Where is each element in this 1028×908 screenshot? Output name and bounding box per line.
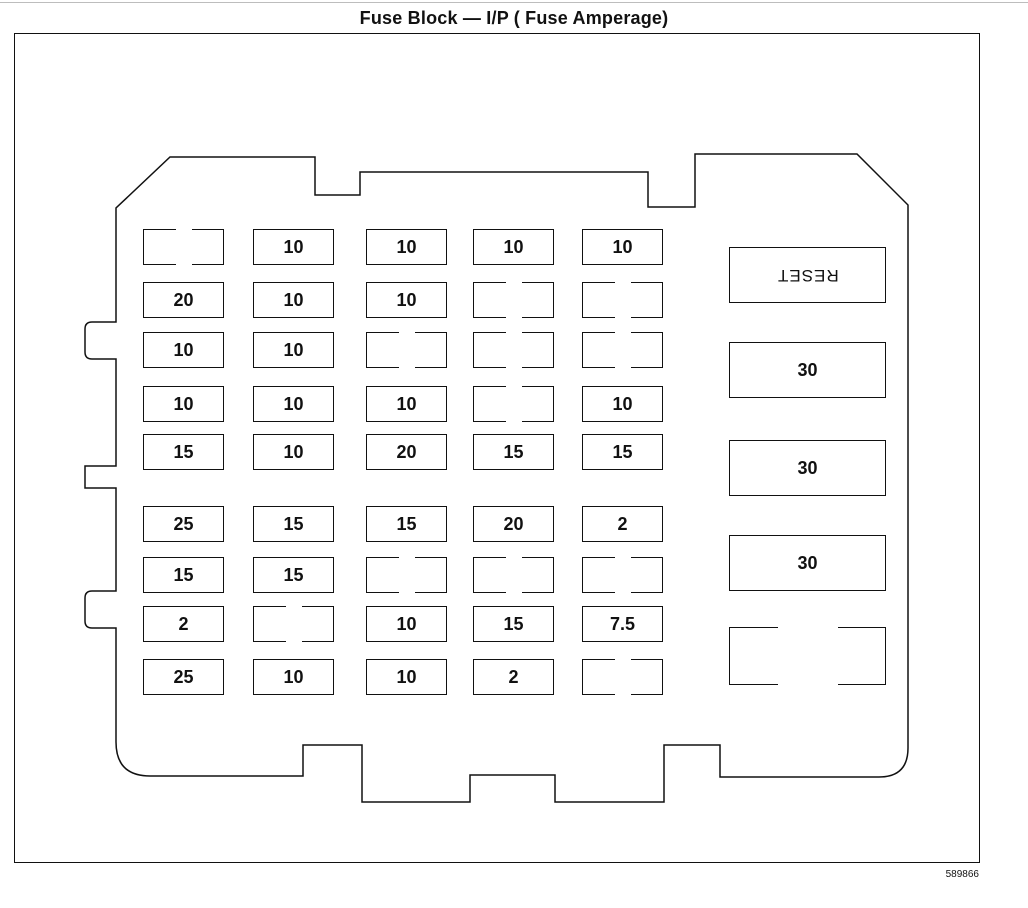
fuse-slot-empty [582,657,663,697]
fuse-amperage: 20 [396,441,417,462]
fuse-slot: 7.5 [582,606,663,642]
fuse-slot-empty [582,330,663,370]
maxi-fuse-slot: 30 [729,440,886,496]
fuse-slot: 15 [366,506,447,542]
maxi-fuse-slot: 30 [729,535,886,591]
fuse-slot: 15 [253,557,334,593]
fuse-block-housing [84,153,909,803]
fuse-slot-empty [366,330,447,370]
fuse-slot: 2 [473,659,554,695]
fuse-amperage: 10 [503,236,524,257]
fuse-slot-empty [473,330,554,370]
fuse-amperage: 2 [178,613,189,634]
fuse-slot: 10 [366,606,447,642]
fuse-amperage: 15 [503,613,524,634]
fuse-slot: 10 [366,386,447,422]
fuse-amperage: 2 [617,513,628,534]
fuse-slot: 10 [473,229,554,265]
fuse-slot: 10 [253,282,334,318]
fuse-slot: 10 [253,229,334,265]
fuse-amperage: 20 [503,513,524,534]
maxi-fuse-slot: 30 [729,342,886,398]
fuse-slot-empty [366,555,447,595]
fuse-amperage: 10 [612,236,633,257]
fuse-amperage: 10 [283,289,304,310]
fuse-slot: 10 [253,332,334,368]
fuse-amperage: 10 [283,393,304,414]
fuse-amperage: 10 [396,393,417,414]
fuse-amperage: 15 [173,564,194,585]
fuse-slot: 10 [366,659,447,695]
fuse-slot: 15 [582,434,663,470]
fuse-slot: 10 [582,386,663,422]
fuse-amperage: 15 [396,513,417,534]
fuse-slot: 2 [143,606,224,642]
fuse-amperage: 15 [283,513,304,534]
fuse-amperage: 15 [612,441,633,462]
fuse-amperage: 10 [612,393,633,414]
fuse-slot: 25 [143,659,224,695]
fuse-amperage: 20 [173,289,194,310]
fuse-amperage: 10 [396,289,417,310]
fuse-slot-empty [582,280,663,320]
fuse-slot: 15 [473,434,554,470]
fuse-slot: 15 [253,506,334,542]
relay-slot-empty [729,625,886,687]
fuse-amperage: 10 [173,393,194,414]
fuse-amperage: 7.5 [609,613,636,634]
fuse-slot-empty [473,280,554,320]
fuse-slot: 20 [473,506,554,542]
fuse-slot: 10 [143,386,224,422]
fuse-amperage: 30 [797,457,818,478]
fuse-slot-empty [473,555,554,595]
top-rule [0,2,1028,3]
fuse-amperage: 10 [283,666,304,687]
fuse-amperage: 10 [283,441,304,462]
fuse-amperage: 15 [503,441,524,462]
fuse-slot: 10 [253,386,334,422]
fuse-slot-empty [473,384,554,424]
fuse-amperage: 15 [283,564,304,585]
fuse-slot: 10 [253,659,334,695]
diagram-frame [14,33,980,863]
fuse-slot: 25 [143,506,224,542]
diagram-title: Fuse Block — I/P ( Fuse Amperage) [359,8,669,28]
fuse-slot: 20 [143,282,224,318]
fuse-amperage: 2 [508,666,519,687]
fuse-slot-empty [253,604,334,644]
fuse-slot: 2 [582,506,663,542]
fuse-slot: 10 [366,229,447,265]
fuse-slot: 10 [143,332,224,368]
fuse-slot: 15 [143,434,224,470]
fuse-amperage: 25 [173,666,194,687]
fuse-slot-empty [582,555,663,595]
figure-id: 589866 [945,869,979,880]
fuse-slot: 10 [366,282,447,318]
fuse-slot: 20 [366,434,447,470]
fuse-slot: 10 [582,229,663,265]
fuse-amperage: 10 [396,613,417,634]
fuse-amperage: 10 [396,236,417,257]
fuse-amperage: 25 [173,513,194,534]
reset-label: RESET [776,266,839,285]
fuse-amperage: 10 [396,666,417,687]
fuse-slot-empty [143,227,224,267]
fuse-amperage: 30 [797,359,818,380]
fuse-slot: 15 [143,557,224,593]
fuse-slot: 15 [473,606,554,642]
fuse-slot: 10 [253,434,334,470]
reset-breaker: RESET [729,247,886,303]
fuse-amperage: 15 [173,441,194,462]
fuse-amperage: 10 [283,236,304,257]
fuse-amperage: 30 [797,552,818,573]
fuse-amperage: 10 [283,339,304,360]
fuse-amperage: 10 [173,339,194,360]
